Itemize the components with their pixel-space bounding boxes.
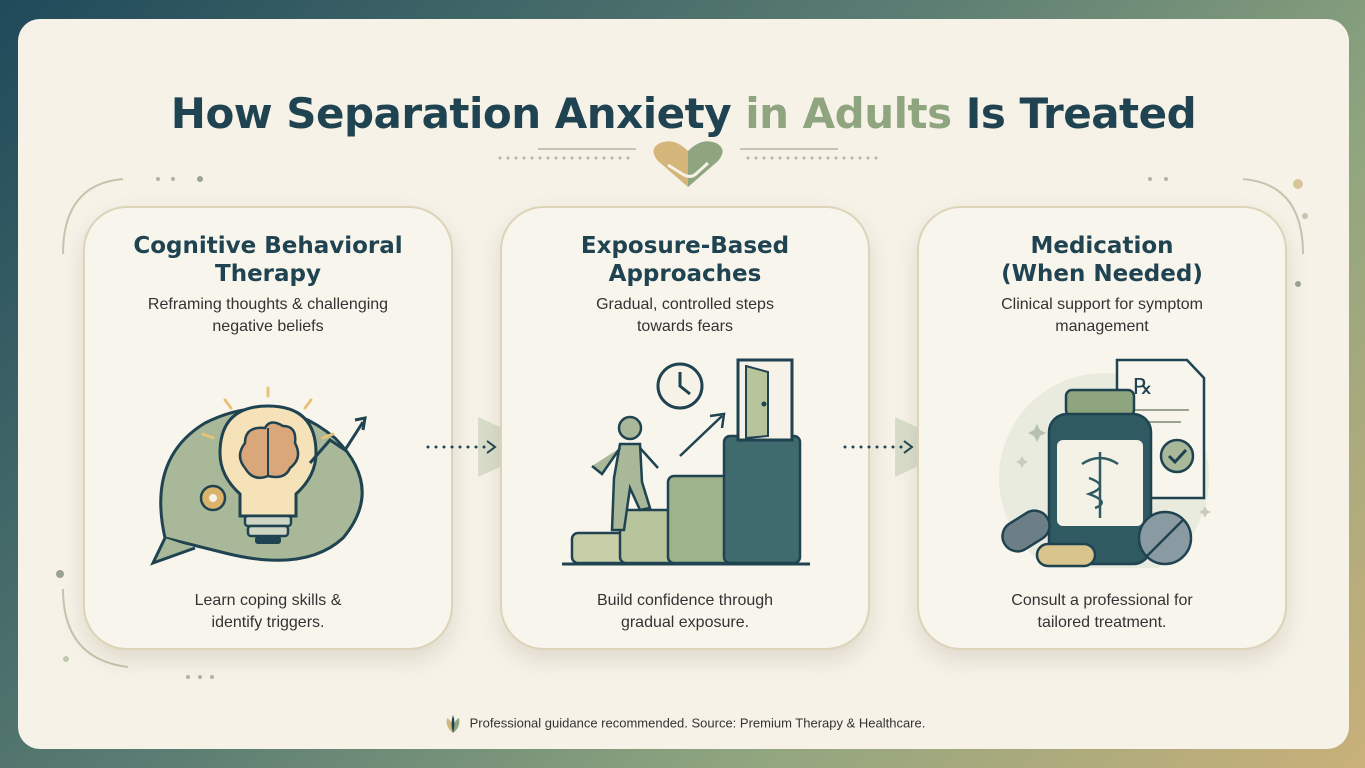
card-title: Medication (When Needed) [919,232,1285,288]
card-footer-line-1: Consult a professional for [1011,592,1193,609]
growth-arrow-icon [308,416,367,464]
checkmark-icon [1159,438,1195,474]
lightbulb-brain-icon [218,404,318,544]
title-part-2: Is Treated [951,89,1197,138]
svg-text:℞: ℞ [1133,375,1153,400]
card-footer-line-2: tailored treatment. [1037,614,1167,631]
title-divider [498,141,878,187]
card-subtitle-line-1: Reframing thoughts & challenging [147,296,389,313]
gear-icon [199,484,227,512]
card-cognitive-behavioral-therapy: Cognitive Behavioral Therapy Reframing t… [83,206,453,650]
clock-icon [656,362,704,410]
caduceus-icon [1081,452,1119,518]
leaf-logo-icon [446,715,460,733]
title-part-1: How Separation Anxiety [170,89,746,138]
footer-text: Professional guidance recommended. Sourc… [469,715,926,731]
card-subtitle-line-2: towards fears [636,318,734,335]
card-footer-line-2: identify triggers. [211,614,325,631]
card-footer-line-2: gradual exposure. [620,614,750,631]
card-subtitle: Clinical support for symptom management [939,294,1265,338]
card-subtitle-line-2: negative beliefs [212,318,324,335]
card-footer: Build confidence through gradual exposur… [522,590,848,634]
title-accent: in Adults [745,89,952,138]
card-medication: Medication (When Needed) Clinical suppor… [917,206,1287,650]
card-footer-line-1: Learn coping skills & [194,592,342,609]
capsule-icon [1001,509,1097,568]
card-title-line-2: Therapy [215,261,321,287]
card-footer: Learn coping skills & identify triggers. [105,590,431,634]
card-title: Exposure-Based Approaches [502,232,868,288]
lightbulb-brain-illustration [150,386,367,566]
infographic-canvas: How Separation Anxiety in Adults Is Trea… [18,19,1349,749]
card-title-line-1: Medication [1030,233,1174,259]
stairs-icon [562,434,810,566]
card-footer: Consult a professional for tailored trea… [939,590,1265,634]
card-subtitle-line-1: Gradual, controlled steps [596,296,774,313]
card-exposure-based-approaches: Exposure-Based Approaches Gradual, contr… [500,206,870,650]
stairs-illustration [562,358,810,566]
card-title: Cognitive Behavioral Therapy [85,232,451,288]
card-title-line-1: Cognitive Behavioral [133,233,403,259]
card-title-line-1: Exposure-Based [580,233,790,259]
page-title: How Separation Anxiety in Adults Is Trea… [18,89,1349,138]
card-subtitle-line-2: management [1055,318,1149,335]
medication-illustration: ℞ [999,358,1211,568]
heart-handshake-icon [653,141,723,187]
card-subtitle: Gradual, controlled steps towards fears [522,294,848,338]
card-title-line-2: Approaches [608,261,762,287]
card-title-line-2: (When Needed) [1001,261,1203,287]
card-footer-line-1: Build confidence through [596,592,774,609]
door-icon [736,358,794,442]
walking-person-icon [591,415,659,532]
page-footer: Professional guidance recommended. Sourc… [18,713,1349,735]
card-subtitle-line-1: Clinical support for symptom [1001,296,1203,313]
card-subtitle: Reframing thoughts & challenging negativ… [105,294,431,338]
tablet-icon [1137,510,1193,566]
pill-bottle-icon [1047,388,1153,566]
